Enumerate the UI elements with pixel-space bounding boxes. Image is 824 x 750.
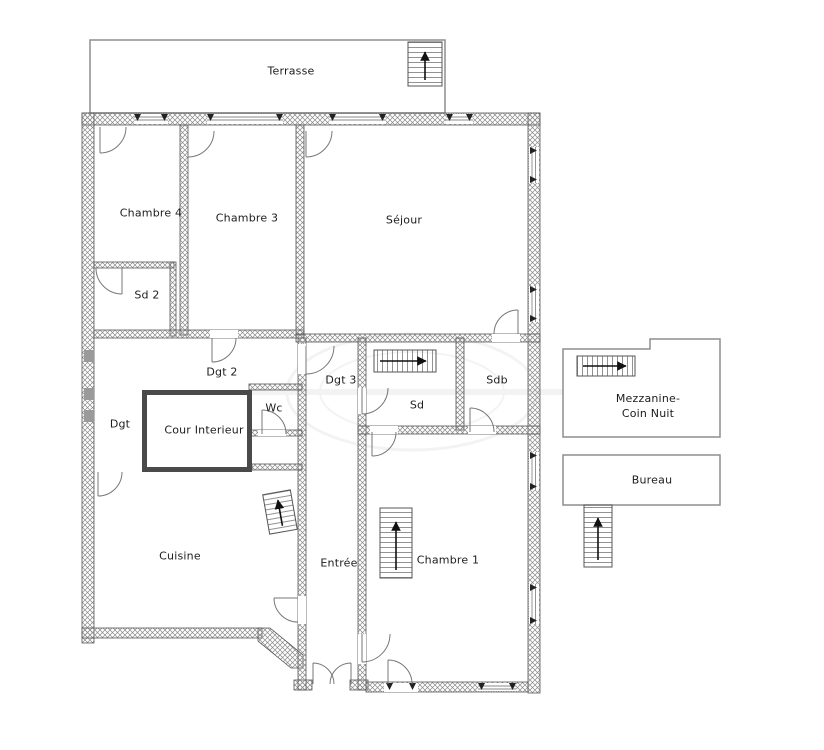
room-label-cour-interieur: Cour Interieur	[164, 423, 244, 437]
room-label-dgt3: Dgt 3	[325, 373, 357, 387]
window-right-4	[529, 584, 539, 624]
room-label-mezzanine: Mezzanine- Coin Nuit	[593, 391, 703, 421]
room-label-chambre1: Chambre 1	[416, 553, 480, 567]
room-label-bureau: Bureau	[631, 473, 673, 487]
window-right-3	[529, 452, 539, 490]
door-sdb	[469, 407, 495, 433]
room-label-sejour: Séjour	[385, 213, 423, 227]
room-label-cuisine: Cuisine	[159, 549, 201, 563]
door-cuisine	[273, 597, 299, 623]
door-mark-1	[386, 683, 393, 690]
door-chambre1-bottom	[387, 659, 413, 685]
door-chambre1	[371, 431, 397, 457]
door-wc	[261, 409, 287, 435]
room-label-terrasse: Terrasse	[267, 64, 315, 78]
room-label-dgt2: Dgt 2	[206, 365, 238, 379]
window-right-1	[529, 147, 539, 183]
mezzanine-outline	[562, 338, 721, 438]
mezzanine-line2: Coin Nuit	[621, 407, 675, 420]
terrasse-outline	[89, 39, 446, 114]
entree-small-stairs-icon	[262, 489, 298, 535]
bureau-outline	[562, 454, 721, 506]
terrasse-stairs-icon	[407, 41, 443, 87]
diagonal-wall	[257, 627, 304, 669]
room-label-entree: Entrée	[320, 556, 358, 570]
door-entree-chambre1	[361, 633, 391, 663]
window-right-2	[529, 286, 539, 322]
window-top-2	[207, 114, 283, 124]
door-chambre3	[187, 130, 215, 158]
window-bottom-1	[478, 683, 516, 691]
door-sejour	[305, 130, 333, 158]
doors	[95, 126, 519, 685]
room-label-wc: Wc	[265, 401, 283, 415]
door-sd	[361, 387, 389, 415]
chambre1-stairs-icon	[379, 507, 413, 579]
interior-walls	[93, 124, 541, 691]
door-sd2	[95, 267, 123, 295]
mezzanine-stairs-icon	[576, 355, 636, 377]
stairs	[262, 41, 636, 579]
door-corridor	[211, 337, 237, 363]
door-dgt3	[305, 345, 335, 375]
corridor-stairs-icon	[373, 349, 437, 373]
door-entree-double	[312, 662, 352, 685]
door-sejour-right	[493, 309, 519, 335]
windows	[134, 114, 539, 691]
courtyard-walls	[142, 390, 252, 472]
door-mark-2	[409, 683, 416, 690]
room-label-chambre4: Chambre 4	[119, 206, 183, 220]
window-top-1	[134, 114, 168, 124]
mezzanine-line1: Mezzanine-	[615, 392, 681, 405]
room-label-sd2: Sd 2	[134, 288, 160, 302]
room-label-sdb: Sdb	[486, 373, 508, 387]
door-dgt-cuisine	[97, 471, 123, 497]
room-label-sd: Sd	[409, 398, 425, 412]
door-chambre4	[99, 126, 127, 154]
outer-walls	[81, 112, 541, 694]
room-label-chambre3: Chambre 3	[215, 211, 279, 225]
bureau-stairs-icon	[583, 504, 613, 568]
window-top-4	[446, 114, 473, 124]
room-label-dgt: Dgt	[109, 417, 131, 431]
window-top-3	[329, 114, 386, 124]
wall-vents	[84, 350, 94, 422]
